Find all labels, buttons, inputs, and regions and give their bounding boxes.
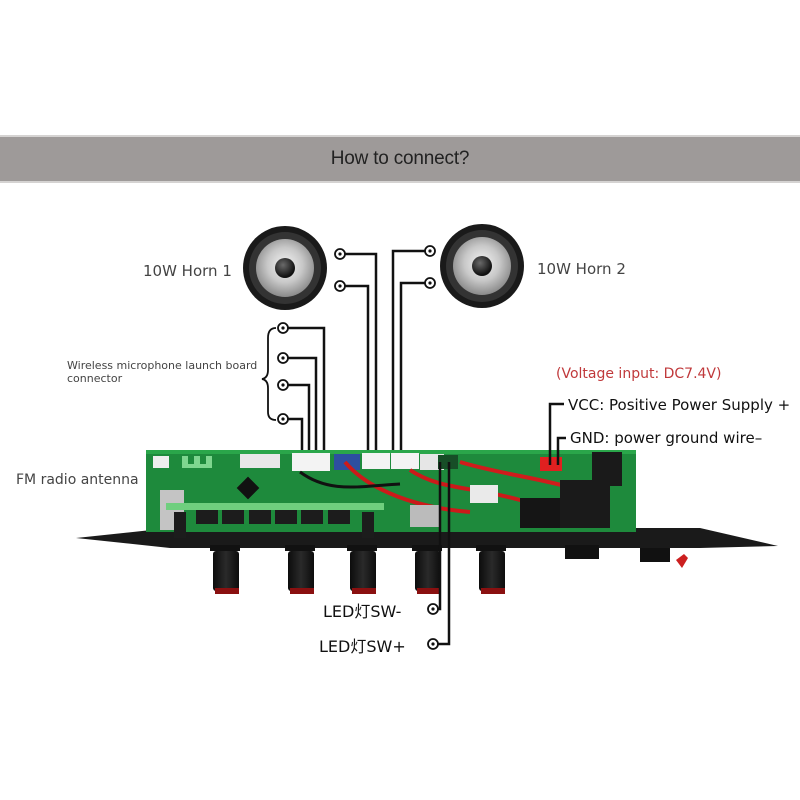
mic-connector-label: Wireless microphone launch board connect…: [67, 359, 258, 385]
bluetooth-antenna-icon: [182, 456, 212, 468]
voltage-input-note: (Voltage input: DC7.4V): [556, 366, 722, 382]
horn-2-label: 10W Horn 2: [537, 260, 626, 278]
led-sw-plus-label: LED灯SW+: [319, 637, 406, 656]
knob-icon: [412, 545, 442, 594]
knob-icon: [347, 545, 377, 594]
title-banner: How to connect?: [0, 135, 800, 183]
speaker-wires: [345, 249, 425, 455]
led-terminal-icons: [427, 603, 439, 650]
amplifier-board: [146, 450, 636, 532]
power-wires: [548, 402, 566, 465]
knob-row: [210, 545, 688, 594]
mounting-plate: [76, 528, 778, 548]
led-sw-minus-label: LED灯SW-: [323, 602, 402, 621]
knob-icon: [210, 545, 240, 594]
page-title: How to connect?: [330, 148, 470, 169]
mic-wires: [288, 326, 326, 462]
mic-terminal-icons: [277, 322, 289, 425]
speaker-1-icon: [243, 226, 327, 310]
speaker-2-icon: [440, 224, 524, 308]
knob-icon: [285, 545, 315, 594]
brace-icon: [261, 327, 277, 421]
button-row: [174, 510, 374, 538]
knob-icon: [476, 545, 506, 594]
fm-antenna-label: FM radio antenna: [16, 472, 139, 488]
gnd-label: GND: power ground wire–: [570, 429, 763, 447]
horn-1-label: 10W Horn 1: [143, 262, 232, 280]
vcc-label: VCC: Positive Power Supply +: [568, 396, 791, 414]
